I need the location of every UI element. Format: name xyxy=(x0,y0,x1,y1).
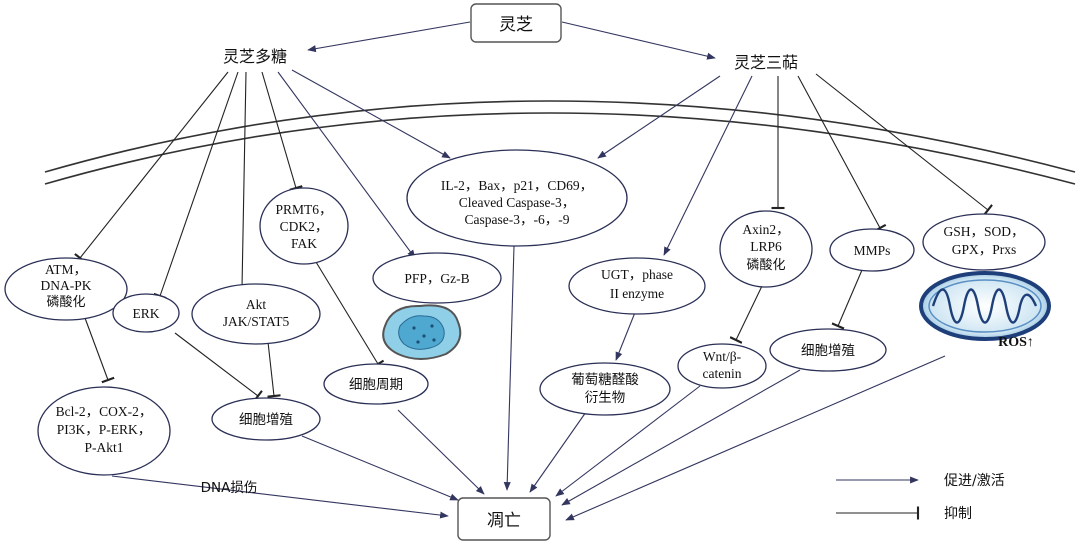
mmps-label: MMPs xyxy=(854,243,891,258)
lingzhi-label: 灵芝 xyxy=(499,15,533,35)
dna-damage-label: DNA损伤 xyxy=(201,480,258,496)
proliferation-right-node: 细胞增殖 xyxy=(769,328,887,372)
wnt-line-1: Wnt/β- xyxy=(703,349,742,364)
ros-label: ROS↑ xyxy=(998,335,1034,350)
prmt6-line-3: FAK xyxy=(291,236,317,251)
ugt-line-2: II enzyme xyxy=(610,286,664,301)
apoptosis-label: 凋亡 xyxy=(487,511,521,531)
ugt-node: UGT，phase II enzyme xyxy=(568,257,706,315)
axin2-line-1: Axin2， xyxy=(742,222,789,237)
erk-label: ERK xyxy=(133,306,160,321)
axin2-node: Axin2， LRP6 磷酸化 xyxy=(719,210,813,288)
akt-line-1: Akt xyxy=(246,297,266,312)
prmt6-node: PRMT6， CDK2， FAK xyxy=(259,187,349,265)
glucuronide-line-1: 葡萄糖醛酸 xyxy=(571,372,639,388)
bcl2-line-1: Bcl-2，COX-2， xyxy=(56,404,153,419)
prmt6-line-2: CDK2， xyxy=(280,219,329,234)
atm-node: ATM， DNA-PK 磷酸化 xyxy=(4,257,128,321)
pfp-label: PFP，Gz-B xyxy=(404,271,469,286)
mmps-node: MMPs xyxy=(829,228,915,272)
akt-line-2: JAK/STAT5 xyxy=(223,314,290,329)
atm-line-2: DNA-PK xyxy=(40,278,91,293)
il2-caspase-node: IL-2，Bax，p21，CD69， Cleaved Caspase-3， Ca… xyxy=(406,149,628,247)
gsh-line-1: GSH，SOD， xyxy=(943,224,1024,239)
axin2-line-3: 磷酸化 xyxy=(746,258,785,273)
gsh-node: GSH，SOD， GPX，Prxs xyxy=(922,213,1046,271)
il2-line-3: Caspase-3，-6，-9 xyxy=(465,212,570,227)
wnt-line-2: catenin xyxy=(703,366,742,381)
immune-cell-image xyxy=(382,304,462,360)
legend-inhibit-label: 抑制 xyxy=(944,506,972,522)
atm-line-3: 磷酸化 xyxy=(46,295,85,310)
gsh-line-2: GPX，Prxs xyxy=(952,242,1017,257)
akt-node: Akt JAK/STAT5 xyxy=(191,283,321,345)
glucuronide-line-2: 衍生物 xyxy=(585,390,626,406)
il2-line-1: IL-2，Bax，p21，CD69， xyxy=(441,178,593,193)
bcl2-line-2: PI3K，P-ERK， xyxy=(57,422,152,437)
ugt-line-1: UGT，phase xyxy=(601,267,673,282)
apoptosis-box: 凋亡 xyxy=(457,497,551,541)
legend: 促进/激活 抑制 xyxy=(836,472,1005,522)
erk-node: ERK xyxy=(112,293,180,333)
cell-cycle-label: 细胞周期 xyxy=(349,377,403,393)
bcl2-line-3: P-Akt1 xyxy=(84,440,123,455)
axin2-line-2: LRP6 xyxy=(750,239,782,254)
glucuronide-node: 葡萄糖醛酸 衍生物 xyxy=(539,362,671,416)
bcl2-node: Bcl-2，COX-2， PI3K，P-ERK， P-Akt1 xyxy=(37,386,171,476)
prmt6-line-1: PRMT6， xyxy=(275,202,332,217)
legend-promote-label: 促进/激活 xyxy=(944,472,1005,489)
triterpene-label: 灵芝三萜 xyxy=(734,53,798,72)
proliferation-left-node: 细胞增殖 xyxy=(211,397,321,441)
il2-line-2: Cleaved Caspase-3， xyxy=(459,195,576,210)
edges xyxy=(74,21,993,521)
cell-membrane xyxy=(44,100,1076,185)
proliferation-right-label: 细胞增殖 xyxy=(801,342,855,359)
mitochondrion-image: ROS↑ xyxy=(919,271,1051,350)
polysaccharide-label: 灵芝多糖 xyxy=(223,47,287,66)
wnt-node: Wnt/β- catenin xyxy=(677,343,767,389)
proliferation-left-label: 细胞增殖 xyxy=(239,411,293,428)
atm-line-1: ATM， xyxy=(45,262,87,277)
cell-cycle-node: 细胞周期 xyxy=(323,363,429,405)
lingzhi-box: 灵芝 xyxy=(470,3,562,43)
pfp-node: PFP，Gz-B xyxy=(372,252,502,304)
